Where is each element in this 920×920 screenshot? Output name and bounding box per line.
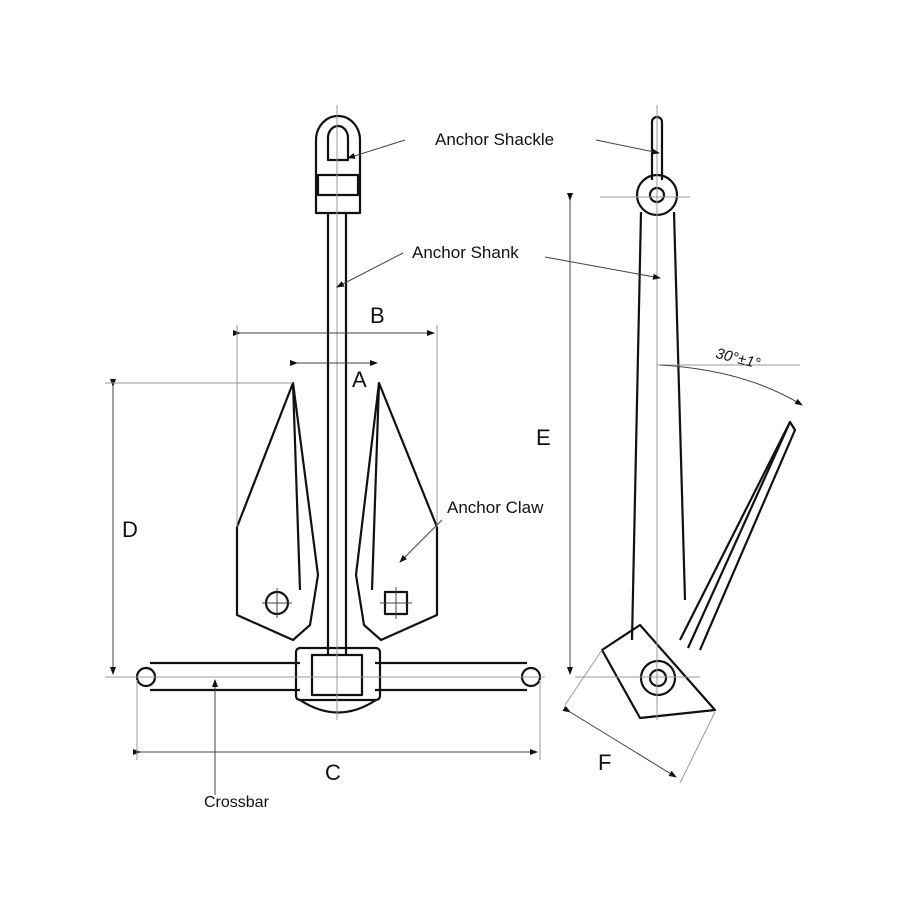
front-view <box>135 105 545 720</box>
fluke-side <box>679 420 797 651</box>
dimension-lines <box>105 139 803 795</box>
dim-f: F <box>598 750 612 775</box>
shank-side <box>630 211 687 641</box>
dim-e: E <box>536 425 551 450</box>
label-anchor-shackle: Anchor Shackle <box>435 130 555 149</box>
label-anchor-claw: Anchor Claw <box>447 498 544 517</box>
label-anchor-shank: Anchor Shank <box>412 243 519 262</box>
crossbar <box>150 661 527 692</box>
dim-c: C <box>325 760 341 785</box>
shackle-front <box>314 114 362 215</box>
dim-d: D <box>122 517 138 542</box>
dim-a: A <box>352 367 367 392</box>
shank-front <box>326 213 348 655</box>
side-view <box>575 105 800 720</box>
dim-b: B <box>370 303 385 328</box>
label-crossbar: Crossbar <box>204 794 269 811</box>
